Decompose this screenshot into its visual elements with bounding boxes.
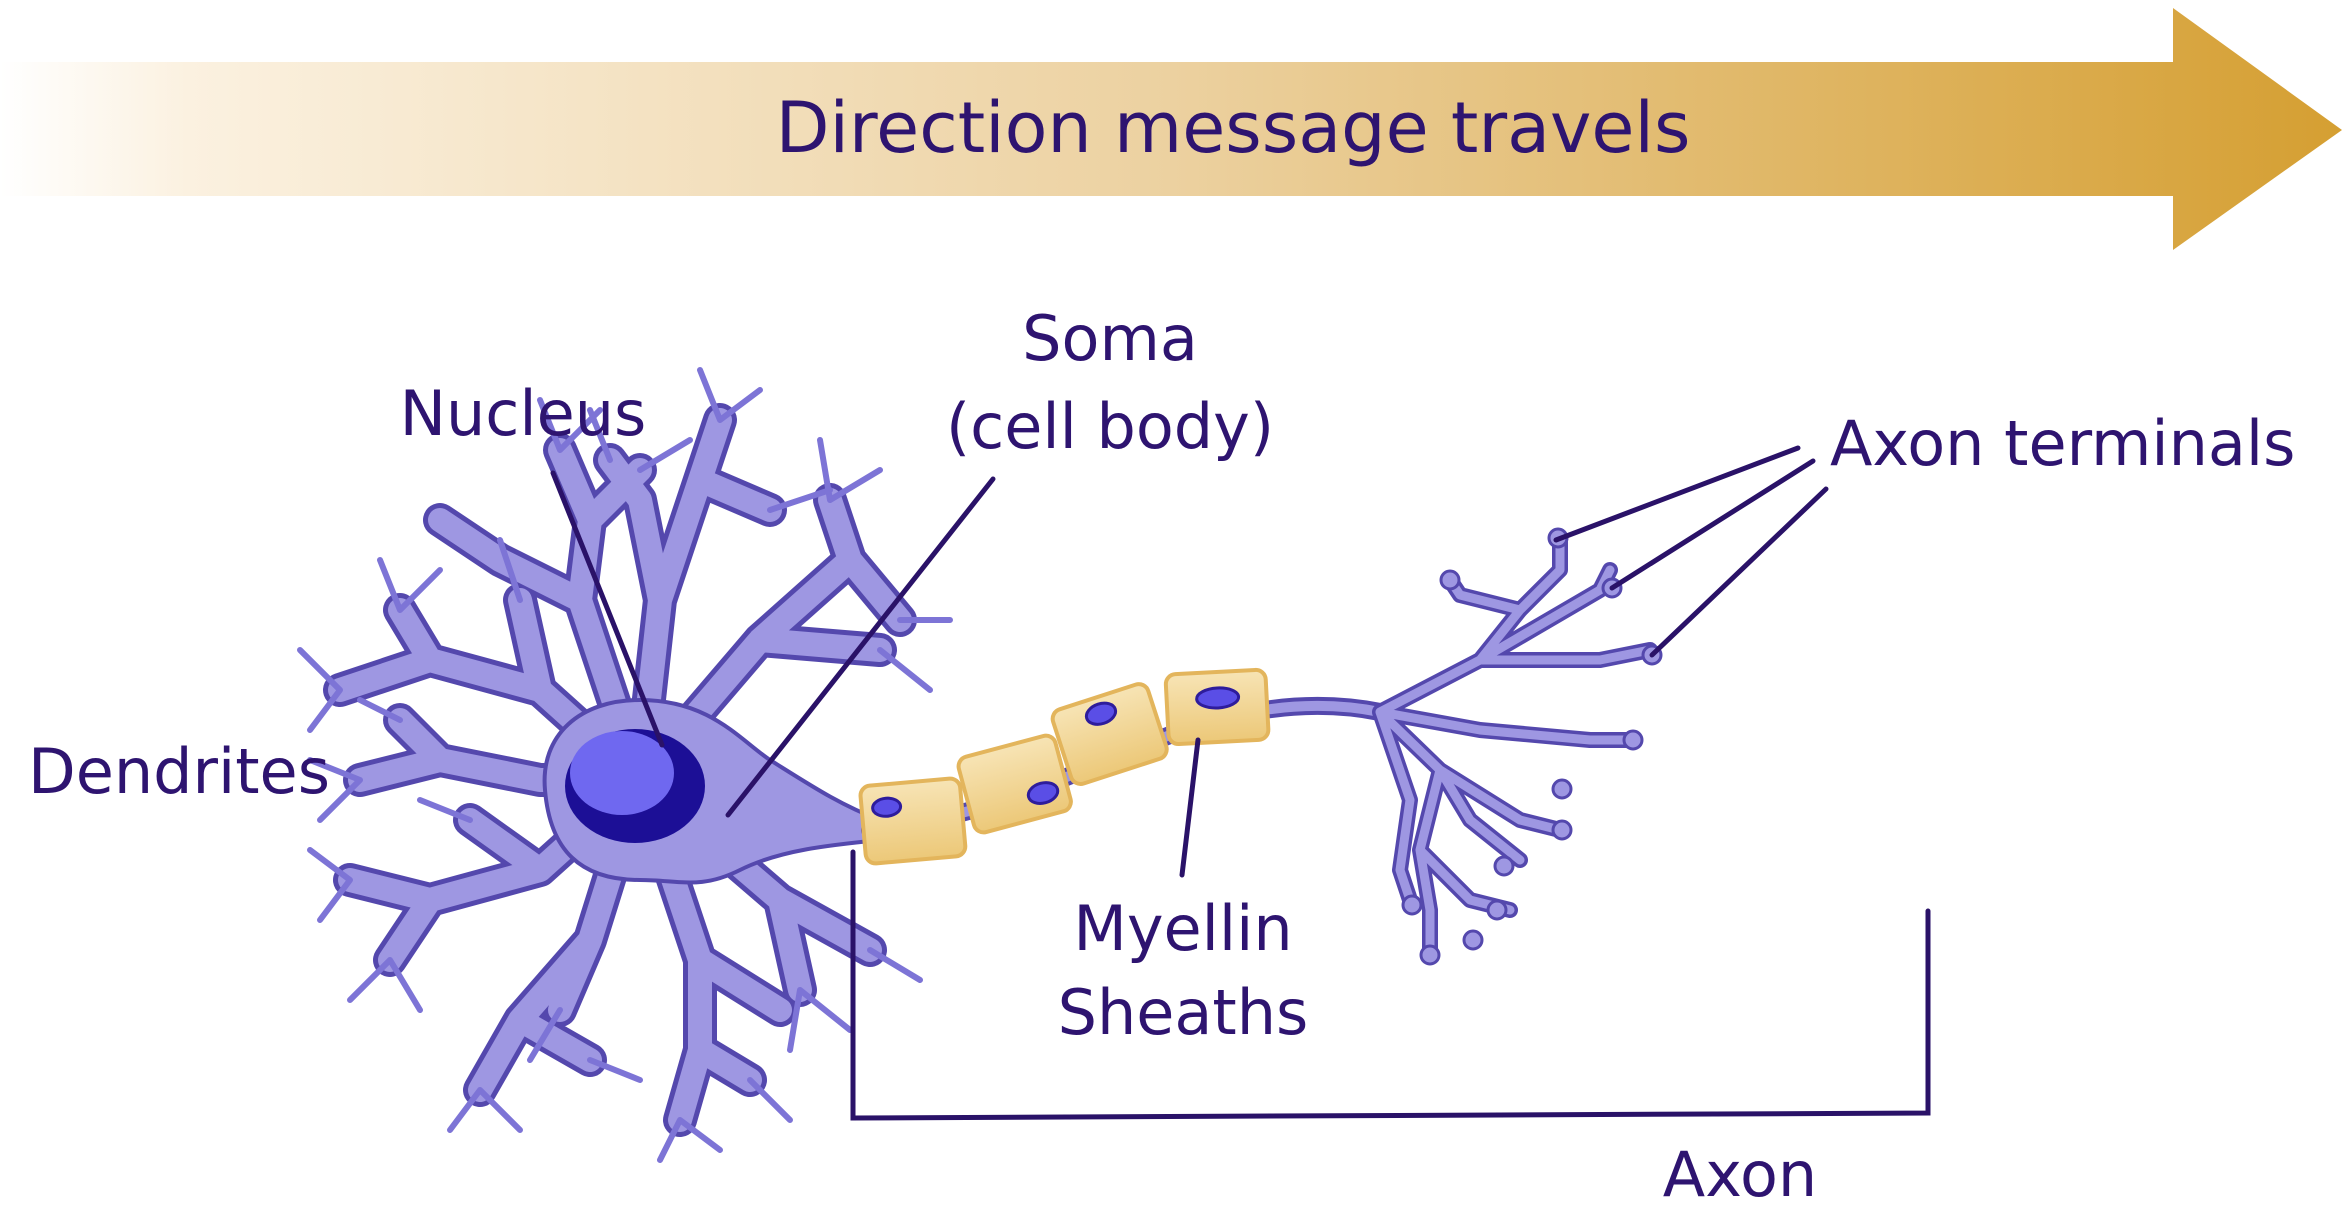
leader-lines	[550, 445, 1931, 1121]
dendrite-branches-fill	[328, 408, 912, 1132]
myelin-sheath	[1050, 682, 1169, 786]
myelin-leader-line	[1179, 737, 1201, 878]
myelin-sublabel: Sheaths	[1058, 976, 1309, 1049]
myelin-sheath	[1163, 667, 1271, 747]
terminal-bulb	[1462, 929, 1484, 951]
terminal-bulb	[1439, 569, 1461, 591]
soma-sublabel: (cell body)	[946, 390, 1274, 463]
terminal-bulb	[1486, 899, 1508, 921]
myelin-sheath	[956, 733, 1073, 835]
axon-bracket	[850, 849, 1931, 1121]
terminal-leader-line	[1609, 458, 1816, 591]
nucleus-leader-line	[550, 470, 665, 748]
terminal-leader-line	[1553, 445, 1801, 543]
neuron	[297, 367, 1663, 1163]
nucleus-label: Nucleus	[400, 377, 647, 450]
axon-label: Axon	[1663, 1138, 1817, 1211]
terminal-bulb	[1401, 894, 1423, 916]
myelin-sheath	[858, 776, 968, 866]
terminal-bulb	[1622, 729, 1644, 751]
direction-arrow-shape	[0, 8, 2342, 250]
terminal-leader-line	[1649, 486, 1829, 658]
axon-terminal-branches	[1372, 527, 1663, 966]
terminal-bulb	[1419, 944, 1441, 966]
terminal-bulb	[1493, 855, 1515, 877]
nucleus	[565, 729, 705, 843]
terminal-branches-fill	[1375, 535, 1655, 955]
myelin-sheaths	[858, 667, 1271, 866]
direction-arrow-label: Direction message travels	[776, 87, 1691, 169]
myelin-label: Myellin	[1073, 892, 1292, 965]
dendrite-tips	[297, 367, 953, 1163]
soma-label: Soma	[1022, 302, 1198, 375]
labels: Nucleus Soma (cell body) Dendrites Axon …	[28, 302, 2295, 1211]
axon-terminals-label: Axon terminals	[1830, 407, 2295, 480]
terminal-bulb	[1551, 778, 1573, 800]
direction-arrow: Direction message travels	[0, 8, 2342, 250]
terminal-bulb	[1551, 819, 1573, 841]
nucleus-inner	[570, 731, 674, 815]
dendrites-label: Dendrites	[28, 735, 330, 808]
dendrites	[297, 367, 953, 1163]
soma-leader-line	[725, 476, 996, 818]
